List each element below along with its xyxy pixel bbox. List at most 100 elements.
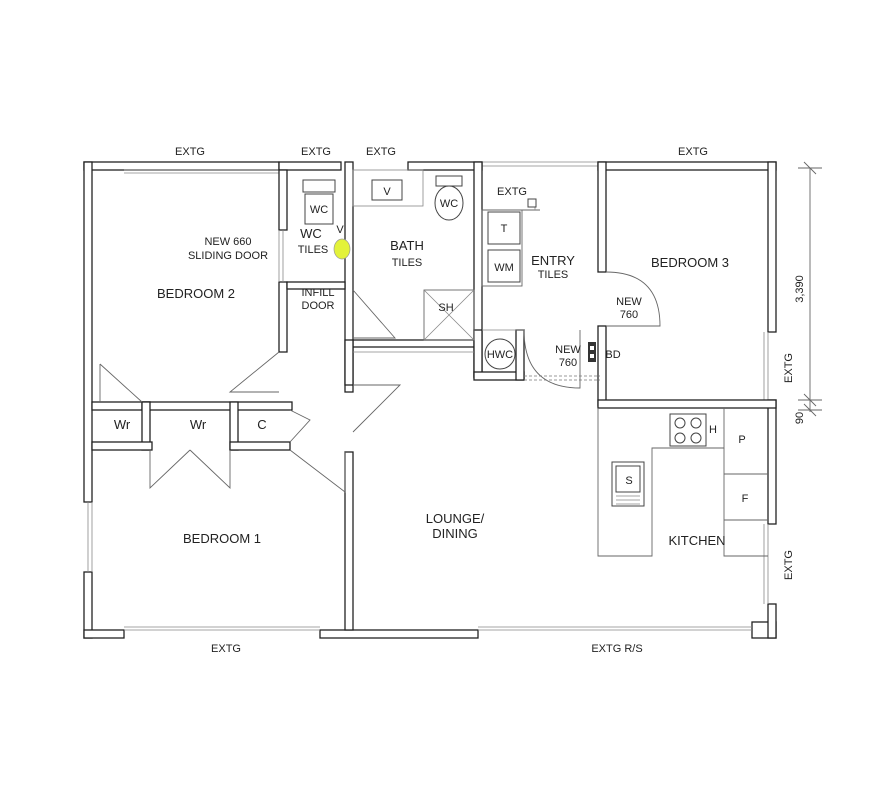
note-sliding-2: SLIDING DOOR	[188, 250, 268, 262]
fixture-label-cupboard: C	[257, 417, 266, 432]
hob-box	[669, 413, 707, 447]
room-label-wc: WC	[300, 226, 322, 241]
note-new760-bed3-2: 760	[620, 309, 638, 321]
room-label-lounge: LOUNGE/	[426, 511, 485, 526]
fixture-label-fridge: F	[742, 493, 749, 505]
fixture-label-hob: H	[709, 424, 717, 436]
extg-top-left: EXTG	[175, 146, 205, 158]
bd-box-inner2	[590, 354, 594, 358]
room-label-bath-tiles: TILES	[392, 257, 423, 269]
wall-left-upper	[83, 161, 93, 503]
wall-bed2-wc	[278, 169, 288, 231]
room-label-dining: DINING	[432, 526, 478, 541]
outer-walls	[83, 161, 777, 639]
wall-top-wc	[278, 161, 342, 171]
wall-left-lower	[83, 571, 93, 639]
room-label-kitchen: KITCHEN	[668, 533, 725, 548]
wc-basin-highlight	[333, 238, 351, 260]
wall-wc-bath	[344, 161, 354, 393]
room-label-entry-tiles: TILES	[538, 269, 569, 281]
extg-bottom-right: EXTG R/S	[591, 643, 642, 655]
wall-bed1-top	[91, 441, 153, 451]
room-label-bedroom3: BEDROOM 3	[651, 255, 729, 270]
wall-bed1-lounge	[344, 451, 354, 631]
room-labels: BEDROOM 2 BEDROOM 1 BEDROOM 3 WC TILES B…	[157, 226, 729, 548]
wall-bottom-left	[83, 629, 125, 639]
fixture-label-wc-pan: WC	[310, 204, 328, 216]
toilet-t-box	[487, 211, 521, 245]
wall-hwc-box	[473, 329, 483, 379]
wall-hwc-right	[515, 329, 525, 381]
dimension-labels: 3,390 90	[794, 275, 806, 424]
bd-box	[588, 342, 596, 362]
wall-entry-bed3-lower	[597, 325, 607, 407]
fixture-label-wm: WM	[494, 262, 514, 274]
wall-top-bath	[407, 161, 483, 171]
note-infill-1: INFILL	[301, 287, 334, 299]
fixture-label-pantry: P	[738, 434, 745, 446]
bd-box-inner	[590, 346, 594, 350]
wc-pan	[304, 193, 334, 225]
wc-pan-cistern	[302, 179, 336, 193]
bath-toilet-cistern	[435, 175, 463, 187]
extg-top-wc: EXTG	[301, 146, 331, 158]
fixtures	[302, 175, 707, 507]
internal-walls	[91, 161, 777, 631]
room-label-wc-tiles: TILES	[298, 244, 329, 256]
fixture-label-bath-vanity: V	[383, 186, 391, 198]
wall-entry-bed3	[597, 161, 607, 273]
wall-wr-top	[141, 401, 293, 411]
bath-toilet-bowl	[434, 185, 464, 221]
extg-bottom-left: EXTG	[211, 643, 241, 655]
wall-right-mid	[767, 399, 777, 525]
extg-top-entry: EXTG	[497, 186, 527, 198]
fixture-label-bath-wc: WC	[440, 198, 458, 210]
wall-top-left	[83, 161, 280, 171]
existing-labels: EXTG EXTG EXTG EXTG EXTG EXTG EXTG R/S E…	[175, 146, 795, 655]
room-label-entry: ENTRY	[531, 253, 575, 268]
fixture-label-wc-vanity: V	[336, 224, 344, 236]
sink-bowl	[615, 465, 641, 493]
extg-top-right: EXTG	[678, 146, 708, 158]
wall-top-bed3	[597, 161, 777, 171]
fixture-labels: WC V V WC SH T WM HWC BD Wr Wr C H P F S	[114, 186, 749, 505]
fixture-label-t: T	[501, 223, 508, 235]
windows	[87, 161, 769, 631]
room-label-bedroom1: BEDROOM 1	[183, 531, 261, 546]
fixture-label-wr-bed1: Wr	[190, 417, 207, 432]
fixture-label-sink: S	[625, 475, 632, 487]
dimension-height-label: 3,390	[794, 275, 806, 303]
fixture-label-wr-bed2: Wr	[114, 417, 131, 432]
hwc-circle	[484, 338, 516, 370]
room-label-bath: BATH	[390, 238, 424, 253]
wall-right-upper	[767, 161, 777, 333]
note-new760-entry-2: 760	[559, 357, 577, 369]
wall-bed2-bottom-left	[91, 401, 151, 411]
wall-bed3-bottom	[597, 399, 777, 409]
hob-burner-3	[674, 432, 686, 444]
extg-right-kitchen: EXTG	[783, 550, 795, 580]
dimension-gap-label: 90	[794, 412, 806, 424]
note-new760-bed3-1: NEW	[616, 296, 642, 308]
wall-bottom-mid	[319, 629, 479, 639]
wall-wc-bottom	[286, 281, 346, 290]
note-infill-2: DOOR	[302, 300, 335, 312]
note-sliding-1: NEW 660	[204, 236, 251, 248]
wall-right-lower	[767, 603, 777, 639]
bath-vanity	[371, 179, 403, 201]
dimension-lines	[798, 161, 822, 417]
hob-burner-4	[690, 432, 702, 444]
fixture-label-shower: SH	[438, 302, 453, 314]
fixture-label-hwc: HWC	[487, 349, 513, 361]
door-swings	[99, 169, 768, 557]
notes: NEW 660 SLIDING DOOR INFILL DOOR NEW 760…	[188, 236, 642, 369]
room-label-bedroom2: BEDROOM 2	[157, 286, 235, 301]
hob-burner-1	[674, 417, 686, 429]
extg-top-bath: EXTG	[366, 146, 396, 158]
wall-bath-bottom	[352, 339, 475, 348]
hob-burner-2	[690, 417, 702, 429]
extg-right-bed3: EXTG	[783, 353, 795, 383]
wm-box	[487, 249, 521, 283]
note-new760-entry-1: NEW	[555, 344, 581, 356]
